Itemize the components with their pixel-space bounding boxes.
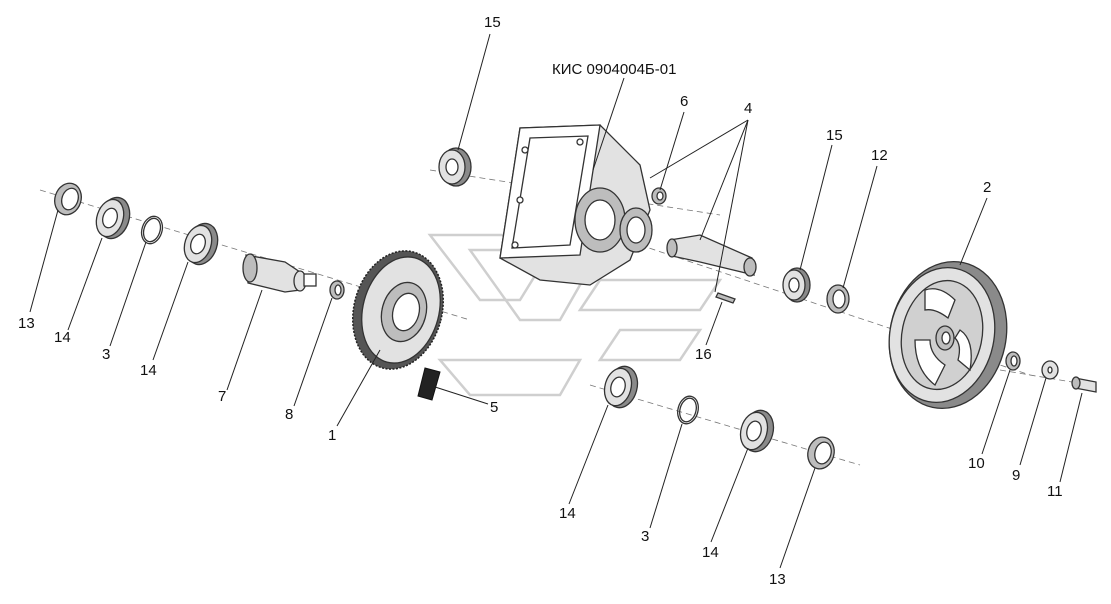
key-5 <box>417 367 441 401</box>
seal-13-left <box>54 182 82 216</box>
callout-13-left: 13 <box>18 315 35 332</box>
callout-7: 7 <box>218 388 226 405</box>
callout-6: 6 <box>680 93 688 110</box>
callout-13-bottom: 13 <box>769 571 786 588</box>
callout-9: 9 <box>1012 467 1020 484</box>
shaft-sleeve-7 <box>242 253 317 293</box>
callout-3-bottom: 3 <box>641 528 649 545</box>
callout-14-left-a: 14 <box>54 329 71 346</box>
pin-16 <box>715 292 736 304</box>
callout-14-bottom-a: 14 <box>559 505 576 522</box>
washer-10 <box>1005 351 1021 371</box>
bolt-11 <box>1071 376 1097 393</box>
bearing-14-left-a <box>95 196 131 240</box>
callout-11: 11 <box>1047 483 1063 500</box>
ring-8 <box>329 280 345 300</box>
ring-3-left <box>140 215 164 245</box>
callout-3-left: 3 <box>102 346 110 363</box>
output-shaft-4 <box>666 234 757 277</box>
callout-15-right: 15 <box>826 127 843 144</box>
callout-12: 12 <box>871 147 888 164</box>
leader-lines <box>29 33 1083 569</box>
bearing-14-bottom-a <box>603 365 639 409</box>
callout-5: 5 <box>490 399 498 416</box>
bearing-15-top <box>438 147 472 187</box>
callout-14-left-b: 14 <box>140 362 157 379</box>
gearbox-housing <box>499 124 653 286</box>
callout-4: 4 <box>744 100 752 117</box>
callout-16: 16 <box>695 346 712 363</box>
pulley-2 <box>888 260 1008 410</box>
ring-3-bottom <box>677 395 699 425</box>
assembly-code-label: КИС 0904004Б-01 <box>552 61 676 78</box>
gear-1 <box>352 250 444 370</box>
bushing-6 <box>651 187 667 205</box>
seal-12 <box>826 284 850 314</box>
bearing-14-left-b <box>183 222 219 266</box>
callout-8: 8 <box>285 406 293 423</box>
callout-1: 1 <box>328 427 336 444</box>
bearing-14-bottom-b <box>739 409 775 453</box>
callout-10: 10 <box>968 455 985 472</box>
seal-13-bottom <box>807 436 835 470</box>
bearing-15-right <box>782 267 811 303</box>
callout-15-top: 15 <box>484 14 501 31</box>
callout-14-bottom-b: 14 <box>702 544 719 561</box>
washer-9 <box>1041 360 1059 380</box>
callout-2: 2 <box>983 179 991 196</box>
